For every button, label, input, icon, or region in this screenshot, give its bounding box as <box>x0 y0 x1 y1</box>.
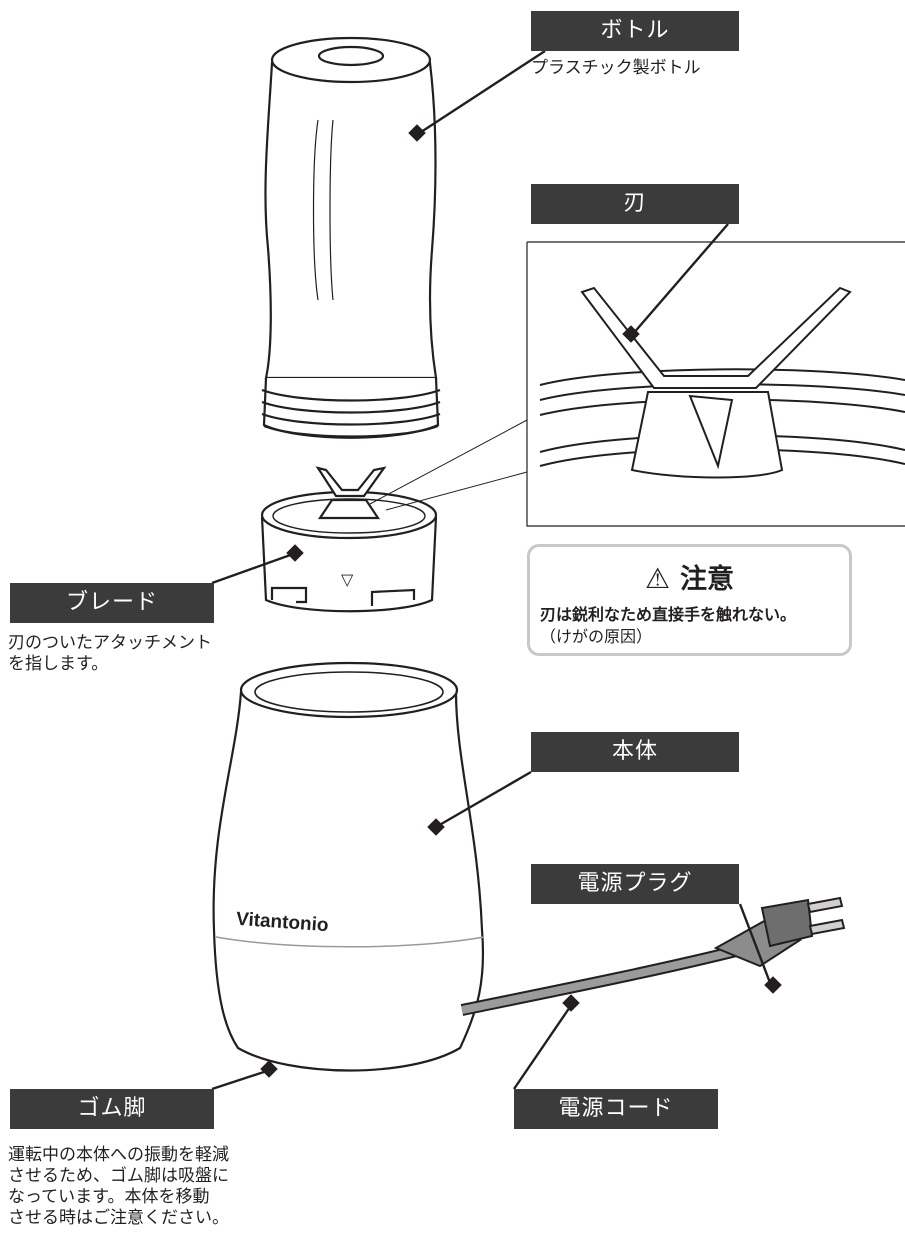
blade-unit-illustration <box>260 466 438 613</box>
blade-arrow-mark: ▽ <box>341 570 354 589</box>
label-blade-unit: ブレード <box>10 583 214 623</box>
label-bottle: ボトル <box>531 11 739 51</box>
blade-desc-line-2: を指します。 <box>8 654 109 674</box>
body-illustration <box>212 661 485 1072</box>
label-body: 本体 <box>531 732 739 772</box>
blade-detail-inset <box>526 241 905 527</box>
label-power-plug: 電源プラグ <box>531 864 739 904</box>
foot-desc-line-2: させるため、ゴム脚は吸盤に <box>8 1166 229 1186</box>
bottle-description: プラスチック製ボトル <box>531 58 701 78</box>
caution-title-text: 注意 <box>680 564 735 595</box>
caution-note: （けがの原因） <box>540 627 653 646</box>
foot-desc-line-3: なっています。本体を移動 <box>8 1187 210 1207</box>
rubber-foot-description: 運転中の本体への振動を軽減 させるため、ゴム脚は吸盤に なっています。本体を移動… <box>8 1145 229 1229</box>
cord-illustration <box>460 934 763 1016</box>
label-rubber-foot: ゴム脚 <box>10 1089 214 1129</box>
caution-text: 刃は鋭利なため直接手を触れない。 <box>540 605 797 624</box>
label-power-cord: 電源コード <box>514 1089 718 1129</box>
caution-box: ⚠ 注意 刃は鋭利なため直接手を触れない。 （けがの原因） <box>527 544 852 656</box>
foot-desc-line-4: させる時はご注意ください。 <box>8 1208 229 1228</box>
leader-lines <box>211 49 782 1091</box>
blade-unit-description: 刃のついたアタッチメント を指します。 <box>8 633 212 675</box>
zoom-line-top <box>369 419 528 505</box>
plug-illustration <box>713 896 846 968</box>
blade-desc-line-1: 刃のついたアタッチメント <box>8 633 212 653</box>
label-blade-edge: 刃 <box>531 184 739 224</box>
bottle-illustration <box>261 36 441 439</box>
zoom-line-bottom <box>385 471 528 511</box>
caution-title: ⚠ 注意 <box>530 557 849 596</box>
foot-desc-line-1: 運転中の本体への振動を軽減 <box>8 1145 229 1165</box>
warning-triangle-icon: ⚠ <box>644 562 671 595</box>
